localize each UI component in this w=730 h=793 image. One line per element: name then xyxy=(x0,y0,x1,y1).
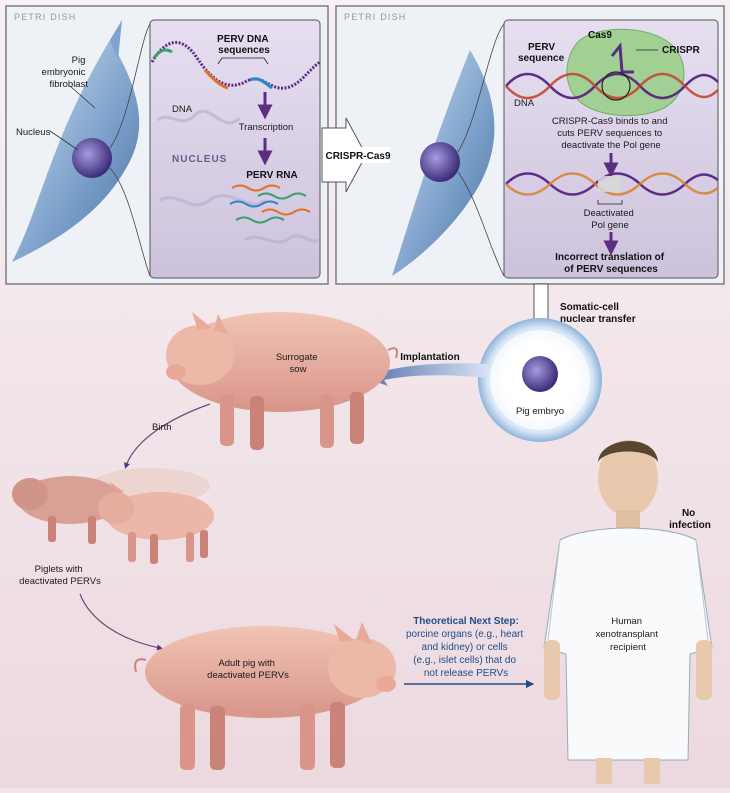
cell-process-left xyxy=(110,20,122,60)
birth-arrow xyxy=(124,403,211,469)
adult-pig-label: Adult pig with deactivated PERVs xyxy=(207,658,289,681)
perv-segment-green xyxy=(152,48,173,59)
implantation-label: Implantation xyxy=(400,352,459,363)
fibroblast-pointer xyxy=(69,85,96,109)
dna-label-right: DNA xyxy=(514,98,535,109)
next-step-title: Theoretical Next Step: xyxy=(413,616,519,627)
faint-dna-2 xyxy=(159,194,267,207)
rna-4 xyxy=(261,208,311,216)
zoom-line-left-bottom xyxy=(109,167,151,277)
crispr-label: CRISPR xyxy=(662,45,701,56)
fibroblast-label: Pig embryonic fibroblast xyxy=(42,55,89,90)
dna-helix-right-b xyxy=(505,72,719,100)
crispr-guide-rna xyxy=(610,42,634,74)
scnt-label: Somatic-cell nuclear transfer xyxy=(560,302,636,325)
faint-dna-3 xyxy=(244,234,319,244)
deactivated-pol-segment xyxy=(598,176,620,192)
piglets xyxy=(12,468,214,564)
nucleus-caps-label: NUCLEUS xyxy=(172,154,227,165)
surrogate-label: Surrogate sow xyxy=(276,352,320,375)
deactivated-label: Deactivated Pol gene xyxy=(584,208,637,231)
nucleus-zoom-box xyxy=(149,19,321,279)
no-infection-label: No infection xyxy=(669,508,711,531)
perv-dna-label: PERV DNA sequences xyxy=(217,34,271,56)
deactivated-bracket xyxy=(597,200,623,205)
embryo-nucleus xyxy=(522,356,558,392)
human-label: Human xenotransplant recipient xyxy=(596,616,661,653)
zoom-line-right-top xyxy=(457,23,505,153)
growth-arrow xyxy=(79,593,163,651)
perv-segment-orange xyxy=(203,69,229,90)
transcription-label: Transcription xyxy=(239,122,294,133)
surrogate-sow xyxy=(166,312,398,450)
crispr-arrow-label: CRISPR-Cas9 xyxy=(325,151,390,162)
zoom-line-right-bottom xyxy=(457,171,505,277)
perv-rna-label: PERV RNA xyxy=(246,170,298,181)
next-step-body: porcine organs (e.g., heart and kidney) … xyxy=(406,629,526,679)
nucleus-pointer xyxy=(49,130,79,151)
rna-1 xyxy=(231,184,281,192)
rna-5 xyxy=(235,216,285,224)
right-panel-title: PETRI DISH xyxy=(344,12,407,22)
zoom-line-left-top xyxy=(109,23,151,149)
dna-deactivated-a xyxy=(505,172,719,196)
rna-3 xyxy=(229,200,279,208)
implantation-arrow xyxy=(366,363,488,386)
dna-deactivated-b xyxy=(505,172,719,196)
dna-helix-right-a xyxy=(505,72,719,100)
piglets-label: Piglets with deactivated PERVs xyxy=(19,564,101,587)
human-recipient xyxy=(543,440,713,784)
crispr-arrow-label-bg xyxy=(326,147,390,163)
nucleus-left xyxy=(72,138,112,178)
cut-site-circle xyxy=(601,71,631,101)
binds-text: CRISPR-Cas9 binds to and cuts PERV seque… xyxy=(552,116,670,151)
perv-segment-blue xyxy=(249,77,273,90)
left-panel-title: PETRI DISH xyxy=(14,12,77,22)
nucleus-label: Nucleus xyxy=(16,127,51,138)
pig-embryo-label: Pig embryo xyxy=(516,406,564,417)
rna-2 xyxy=(257,192,307,200)
adult-pig xyxy=(134,622,396,770)
cas9-label: Cas9 xyxy=(588,30,612,41)
perv-sequence-label: PERV sequence xyxy=(518,42,565,64)
faint-dna-1 xyxy=(157,109,242,125)
perv-bracket xyxy=(217,57,269,65)
dna-strand-left xyxy=(150,40,321,90)
incorrect-translation-label: Incorrect translation of of PERV sequenc… xyxy=(555,252,667,275)
dna-label-left: DNA xyxy=(172,104,193,115)
nucleus-right xyxy=(420,142,460,182)
birth-label: Birth xyxy=(152,422,172,433)
